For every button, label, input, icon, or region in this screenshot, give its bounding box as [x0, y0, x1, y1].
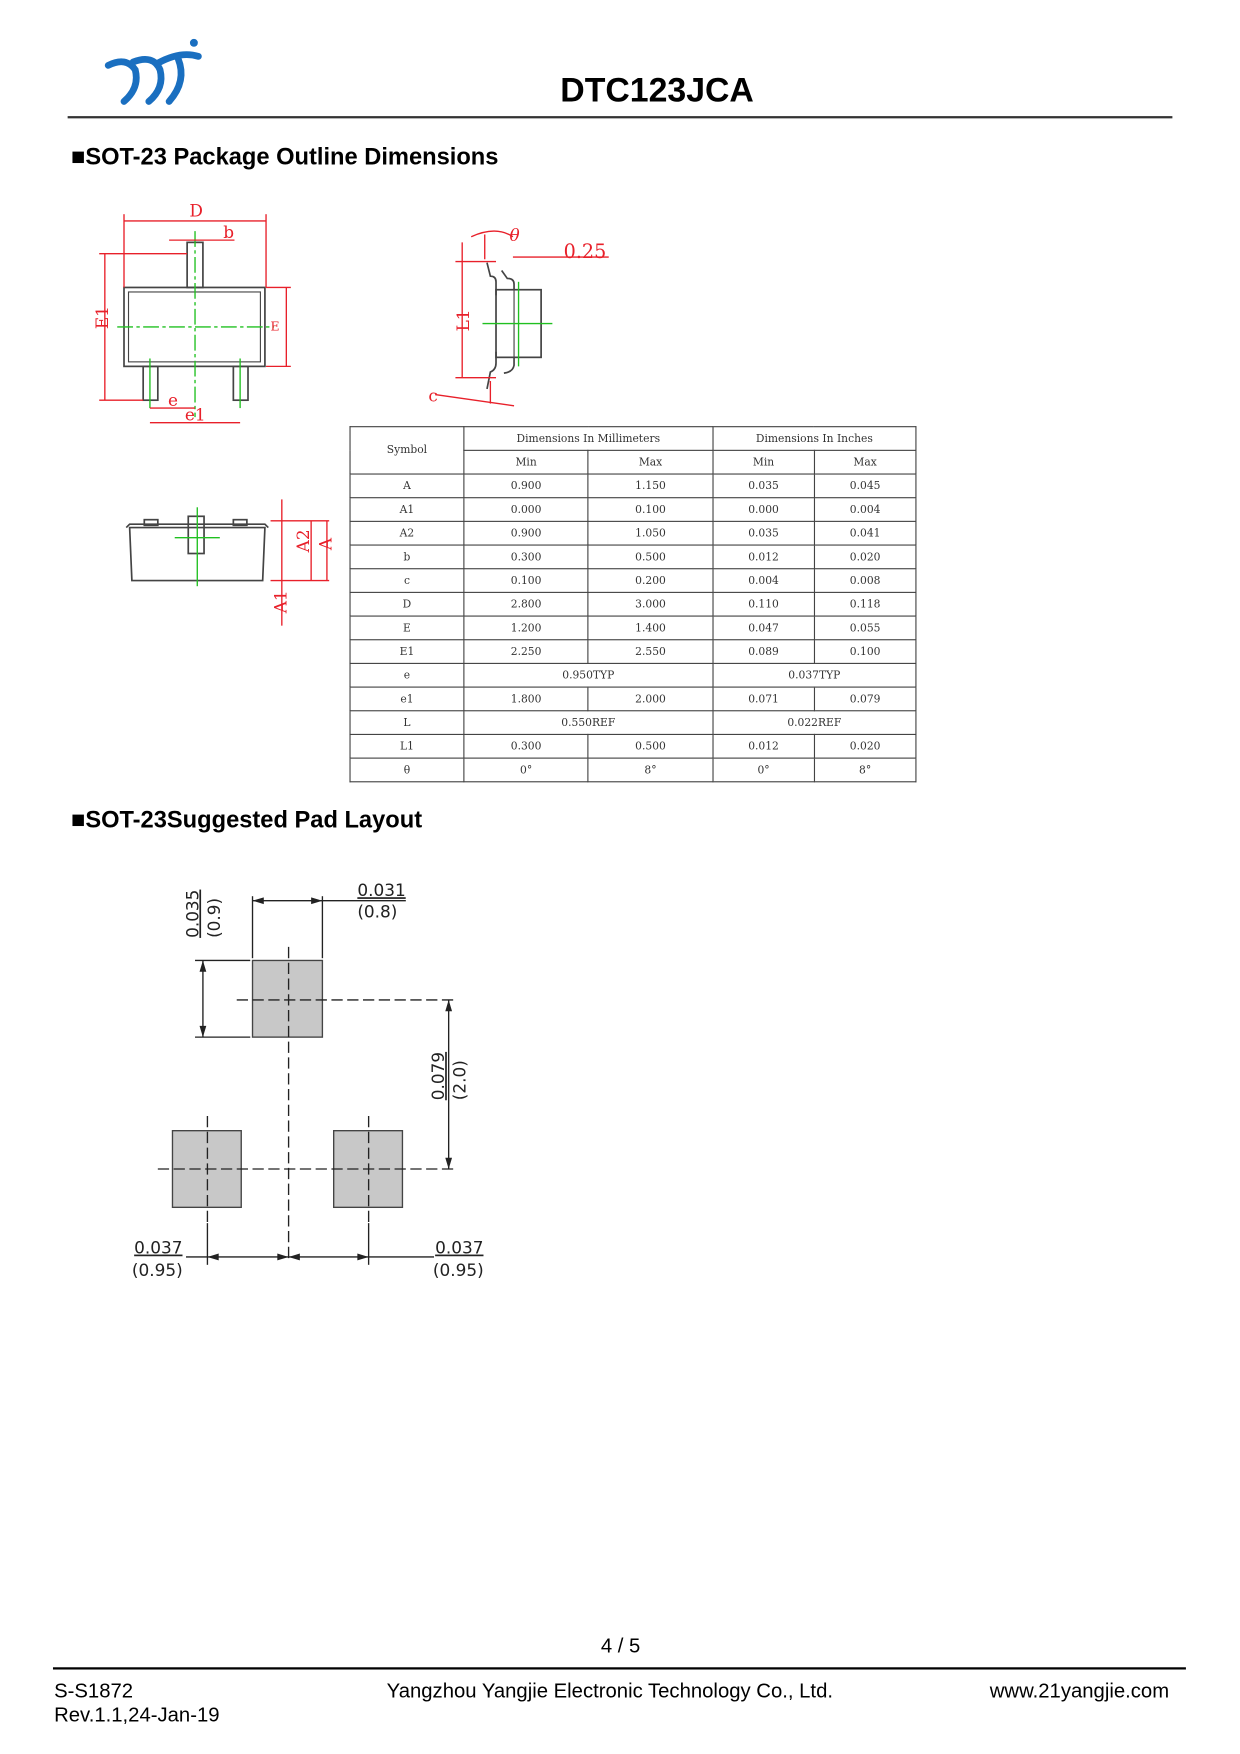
revision: Rev.1.1,24-Jan-19	[54, 1703, 220, 1726]
cell-mm-min: 0.300	[463, 733, 589, 759]
cell-mm-max: 3.000	[587, 591, 714, 617]
footer-divider	[52, 1667, 1186, 1670]
cell-in-max: 0.008	[813, 568, 917, 593]
label-E: E	[271, 318, 280, 333]
header-divider	[67, 116, 1173, 118]
cell-mm-max: 2.000	[587, 686, 714, 712]
cell-symbol: e1	[349, 686, 465, 712]
cell-mm-span: 0.550REF	[463, 710, 714, 735]
table-subheader-row: Min Max Min Max	[350, 449, 917, 475]
cell-in-span: 0.037TYP	[712, 662, 917, 688]
page-number: 4 / 5	[600, 1634, 641, 1658]
pad-width-in: 0.031	[357, 880, 405, 900]
row-pitch-mm: (2.0)	[450, 1060, 470, 1100]
cell-in-max: 0.079	[813, 686, 917, 712]
cell-in-max: 0.100	[813, 639, 917, 664]
cell-symbol: θ	[349, 757, 465, 783]
top-view-dimensions	[99, 214, 291, 424]
right-pitch-mm: (0.95)	[433, 1260, 484, 1280]
label-L1: L1	[453, 309, 473, 331]
cell-mm-max: 0.200	[587, 568, 714, 593]
cell-in-min: 0.012	[712, 733, 815, 759]
cell-mm-max: 2.550	[587, 639, 714, 664]
cell-mm-min: 0.000	[463, 497, 589, 522]
cell-in-span: 0.022REF	[712, 710, 917, 735]
outline-section-title: ■SOT-23 Package Outline Dimensions	[71, 144, 499, 171]
front-view	[125, 515, 269, 582]
cell-mm-max: 8°	[587, 757, 714, 783]
left-pitch-mm: (0.95)	[132, 1260, 183, 1280]
cell-in-max: 0.055	[813, 615, 917, 641]
cell-in-min: 0.004	[712, 568, 815, 593]
website: www.21yangjie.com	[989, 1679, 1170, 1703]
left-pitch-in: 0.037	[134, 1238, 182, 1258]
cell-mm-min: 0.100	[463, 568, 589, 593]
cell-mm-max: 0.100	[587, 497, 714, 522]
cell-in-min: 0.110	[712, 591, 815, 617]
right-pitch-in: 0.037	[435, 1238, 483, 1258]
pad-height-mm: (0.9)	[204, 898, 224, 938]
label-A1: A1	[270, 590, 290, 614]
cell-symbol: E1	[349, 639, 465, 664]
header-mm: Dimensions In Millimeters	[463, 426, 714, 451]
pad-section-title: ■SOT-23Suggested Pad Layout	[71, 807, 423, 834]
header-mm-max: Max	[587, 449, 714, 475]
cell-mm-min: 2.250	[463, 639, 589, 664]
cell-mm-min: 1.800	[463, 686, 589, 712]
label-D: D	[189, 200, 203, 220]
label-c: c	[428, 385, 437, 405]
cell-in-max: 8°	[813, 757, 917, 783]
label-A: A	[315, 537, 335, 551]
dimensions-table: Symbol Dimensions In Millimeters Dimensi…	[349, 426, 917, 783]
top-view-centerlines	[117, 231, 274, 418]
label-E1: E1	[92, 306, 112, 329]
cell-mm-max: 0.500	[587, 544, 714, 570]
cell-symbol: D	[349, 591, 465, 617]
cell-symbol: A	[349, 473, 465, 499]
label-A2: A2	[293, 529, 313, 553]
label-b: b	[223, 222, 234, 242]
label-e: e	[168, 390, 178, 410]
cell-mm-max: 1.400	[587, 615, 714, 641]
cell-in-max: 0.045	[813, 473, 917, 499]
row-pitch-in: 0.079	[428, 1052, 448, 1100]
cell-in-min: 0°	[712, 757, 815, 783]
cell-symbol: A1	[349, 497, 465, 522]
cell-in-max: 0.020	[813, 544, 917, 570]
cell-symbol: c	[349, 568, 465, 593]
cell-mm-min: 0°	[463, 757, 589, 783]
pad-width-mm: (0.8)	[357, 902, 397, 922]
label-theta: θ	[510, 225, 520, 245]
header-symbol: Symbol	[349, 426, 465, 475]
cell-in-min: 0.071	[712, 686, 815, 712]
pad-top	[251, 959, 324, 1038]
cell-in-min: 0.000	[712, 497, 815, 522]
part-number-title: DTC123JCA	[560, 72, 754, 110]
cell-symbol: L	[349, 710, 465, 735]
cell-in-min: 0.035	[712, 520, 815, 546]
company-name: Yangzhou Yangjie Electronic Technology C…	[386, 1679, 834, 1703]
cell-in-max: 0.004	[813, 497, 917, 522]
doc-id: S-S1872	[54, 1679, 134, 1703]
cell-symbol: b	[349, 544, 465, 570]
label-e1: e1	[185, 404, 206, 424]
pad-height-in: 0.035	[182, 890, 202, 938]
